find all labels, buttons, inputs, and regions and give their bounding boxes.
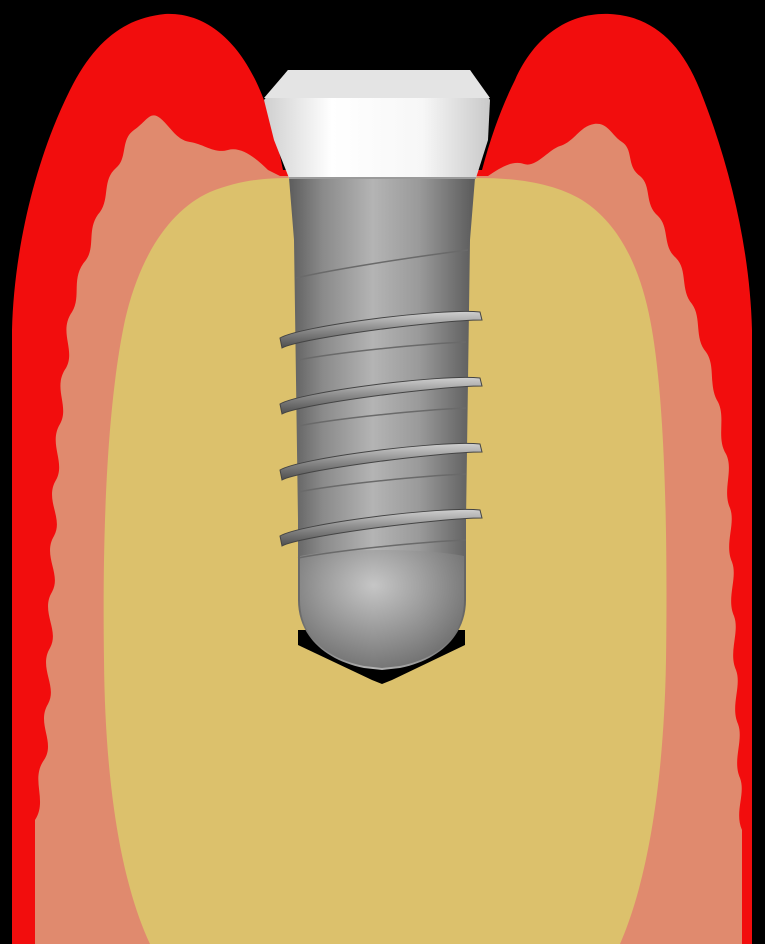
implant-collar-top [264,70,490,98]
